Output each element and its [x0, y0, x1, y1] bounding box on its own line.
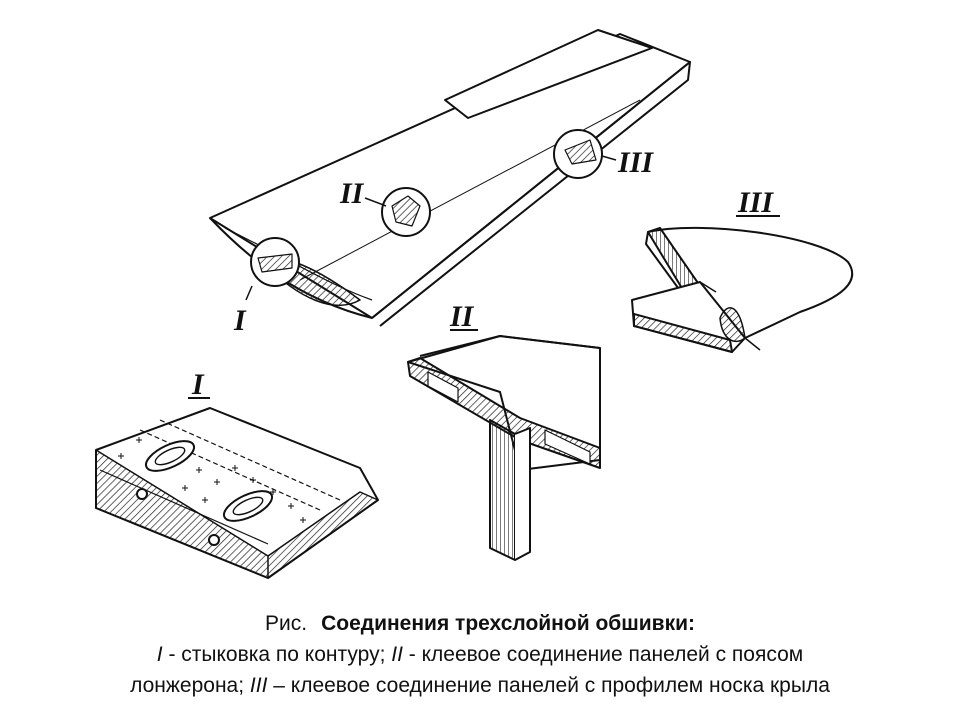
caption-marker-III: III: [249, 674, 268, 697]
caption-marker-II: II: [391, 643, 403, 666]
caption-marker-I: I: [156, 643, 163, 666]
caption-text-III: – клеевое соединение панелей с профилем …: [267, 674, 830, 697]
caption-title: Соединения трехслойной обшивки:: [321, 612, 695, 635]
caption-line-1: Рис. Соединения трехслойной обшивки:: [60, 608, 900, 639]
detail-label-I: I: [191, 368, 205, 401]
wing-lower-edge: [371, 61, 691, 327]
caption-text-II: - клеевое соединение панелей с поясом: [402, 643, 804, 666]
detail-label-II: II: [449, 300, 475, 333]
caption-text-II-cont: лонжерона;: [130, 674, 250, 697]
wing-label-II: II: [339, 177, 365, 210]
wing-illustration: [209, 29, 691, 327]
caption-prefix: Рис.: [265, 612, 308, 635]
caption-line-3: лонжерона; III – клеевое соединение пане…: [60, 670, 900, 701]
detail-II-illustration: [407, 335, 601, 561]
wing-label-I: I: [233, 304, 247, 337]
detail-I-illustration: [95, 407, 379, 579]
wing-joint-diagram: I II III III II: [95, 29, 854, 579]
wing-flap: [444, 29, 653, 119]
detail-label-III: III: [737, 186, 774, 219]
figure-caption: Рис. Соединения трехслойной обшивки: I - …: [60, 608, 900, 701]
caption-text-I: - стыковка по контуру;: [162, 643, 392, 666]
wing-label-III: III: [617, 146, 654, 179]
caption-line-2: I - стыковка по контуру; II - клеевое со…: [60, 639, 900, 670]
detail-III-illustration: [631, 226, 854, 353]
